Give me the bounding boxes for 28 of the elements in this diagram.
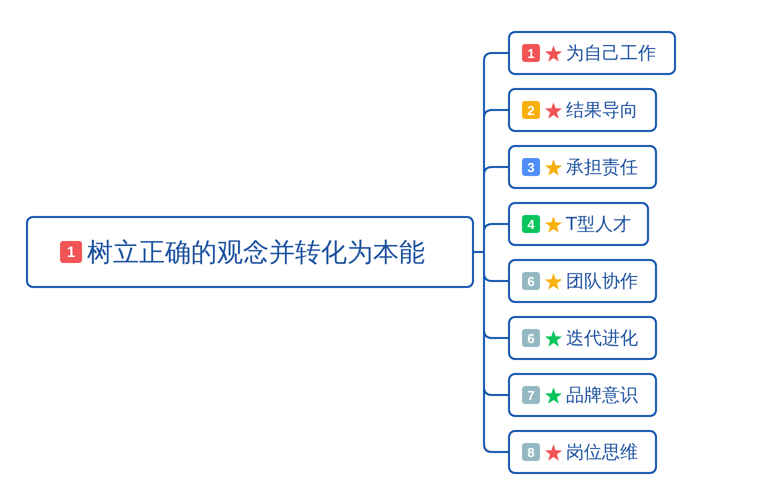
number-badge: 4 xyxy=(522,215,540,233)
number-badge: 1 xyxy=(522,44,540,62)
subtopic-text: 品牌意识 xyxy=(566,384,638,407)
subtopic-text: 迭代进化 xyxy=(566,327,638,350)
subtopic-box xyxy=(508,202,649,246)
subtopic-text: 承担责任 xyxy=(566,156,638,179)
subtopic-text: T型人才 xyxy=(566,213,631,236)
number-badge: 8 xyxy=(522,443,540,461)
number-badge: 1 xyxy=(60,241,82,263)
number-badge: 6 xyxy=(522,272,540,290)
subtopic-text: 团队协作 xyxy=(566,270,638,293)
subtopic-text: 为自己工作 xyxy=(566,42,656,65)
number-badge: 2 xyxy=(522,101,540,119)
subtopic-box xyxy=(508,316,657,360)
subtopic-box xyxy=(508,145,657,189)
subtopic-box xyxy=(508,259,657,303)
subtopic-box xyxy=(508,31,676,75)
subtopic-box xyxy=(508,430,657,474)
connector-line xyxy=(474,251,508,453)
number-badge: 6 xyxy=(522,329,540,347)
central-topic-text: 树立正确的观念并转化为本能 xyxy=(87,236,425,270)
subtopic-text: 岗位思维 xyxy=(566,441,638,464)
central-topic-box xyxy=(26,216,474,288)
subtopic-box xyxy=(508,373,657,417)
number-badge: 3 xyxy=(522,158,540,176)
number-badge: 7 xyxy=(522,386,540,404)
subtopic-text: 结果导向 xyxy=(566,99,638,122)
subtopic-box xyxy=(508,88,657,132)
